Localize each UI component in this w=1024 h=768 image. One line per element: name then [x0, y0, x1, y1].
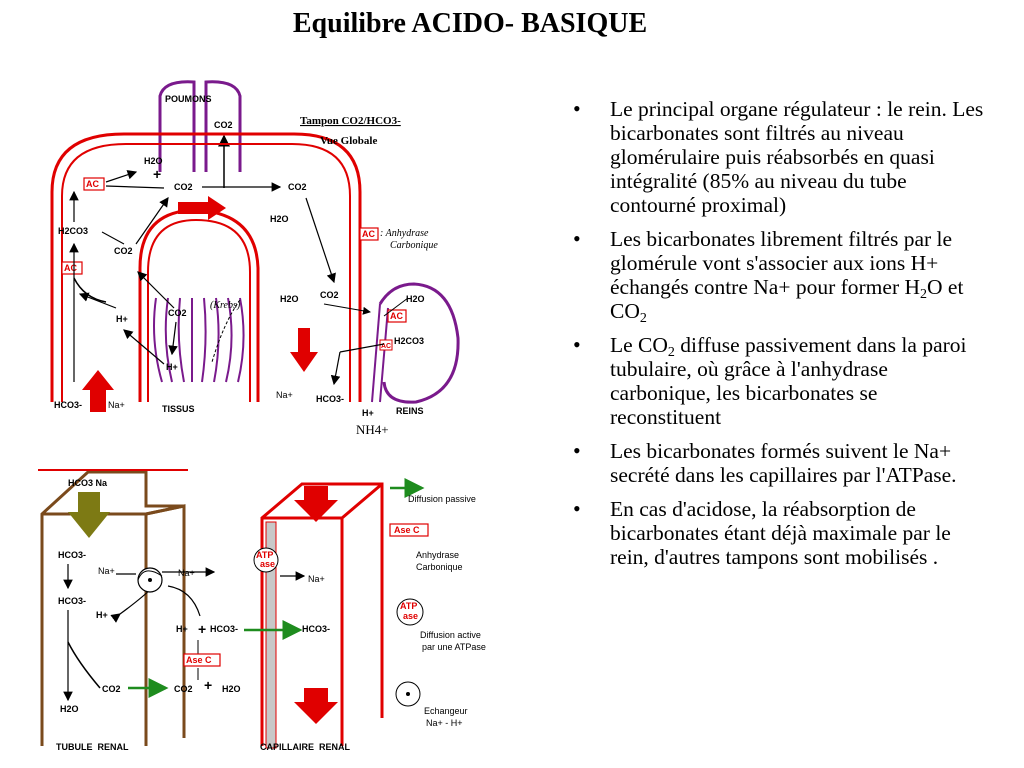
krebs-label: (Krebs) — [210, 300, 241, 311]
svg-text:CO2: CO2 — [320, 290, 339, 300]
h2o-label-top: H2O — [144, 156, 163, 166]
svg-text:HCO3-: HCO3- — [58, 596, 86, 606]
vue-globale-label: Vue Globale — [320, 135, 377, 147]
capillaire-renal-label: CAPILLAIRE RENAL — [260, 742, 351, 752]
bullet-item-5: En cas d'acidose, la réabsorption de bic… — [573, 497, 993, 569]
svg-text:CO2: CO2 — [114, 246, 133, 256]
svg-text:+: + — [198, 621, 206, 637]
ac-box-1: AC — [86, 179, 99, 189]
bullet-item-4: Les bicarbonates formés suivent le Na+ s… — [573, 439, 993, 487]
tissue-shape — [153, 297, 245, 383]
bullet-list: Le principal organe régulateur : le rein… — [573, 97, 993, 579]
ac-box-2: AC — [64, 263, 77, 273]
svg-text:H+: H+ — [176, 624, 188, 634]
tampon-label: Tampon CO2/HCO3- — [300, 115, 401, 127]
svg-text:CO2: CO2 — [288, 182, 307, 192]
tubule-renal-label: TUBULE RENAL — [56, 742, 129, 752]
lung-left-shape — [158, 80, 196, 172]
bullet-item-1: Le principal organe régulateur : le rein… — [573, 97, 993, 217]
vessel-outer — [50, 132, 362, 402]
svg-text:Na+: Na+ — [108, 400, 125, 410]
svg-text:H+: H+ — [96, 610, 108, 620]
svg-text:CO2: CO2 — [174, 182, 193, 192]
svg-text:Carbonique: Carbonique — [416, 562, 463, 572]
svg-text:CO2: CO2 — [174, 684, 193, 694]
hco3-na-label: HCO3 Na — [68, 478, 108, 488]
svg-text:ATP: ATP — [400, 601, 417, 611]
svg-text:+: + — [204, 677, 212, 693]
svg-text:H2O: H2O — [280, 294, 299, 304]
reins-label: REINS — [396, 406, 424, 416]
h-plus-label: H+ — [116, 314, 128, 324]
red-arrow-down-bottom — [294, 688, 338, 724]
svg-text:Na+: Na+ — [276, 390, 293, 400]
svg-text:H2O: H2O — [270, 214, 289, 224]
h2co3-label-left: H2CO3 — [58, 226, 88, 236]
olive-arrow-down — [68, 492, 110, 538]
svg-text:Anhydrase: Anhydrase — [416, 550, 459, 560]
svg-text:Na+: Na+ — [98, 566, 115, 576]
red-arrow-down — [290, 328, 318, 372]
svg-text:HCO3-: HCO3- — [210, 624, 238, 634]
red-arrow-down-top — [294, 486, 338, 522]
svg-text:H2O: H2O — [60, 704, 79, 714]
page-title: Equilibre ACIDO- BASIQUE — [292, 8, 648, 39]
svg-text:H2CO3: H2CO3 — [394, 336, 424, 346]
svg-text:AC: AC — [362, 229, 375, 239]
svg-text:HCO3-: HCO3- — [302, 624, 330, 634]
ase-c-legend: Ase C — [394, 525, 420, 535]
lung-co2-label: CO2 — [214, 120, 233, 130]
hco3-label-left: HCO3- — [54, 400, 82, 410]
svg-text:ATP: ATP — [256, 550, 273, 560]
svg-text:CO2: CO2 — [168, 308, 187, 318]
svg-text:H+: H+ — [166, 362, 178, 372]
co2-hco3-buffer-diagram: POUMONS CO2 Tampon CO2/HCO3- Vue Globale… — [50, 80, 460, 437]
bullet-item-2: Les bicarbonates librement filtrés par l… — [573, 227, 993, 326]
ac-legend-anhydrase: : Anhydrase — [380, 228, 429, 239]
ac-box-kidney: AC — [390, 311, 403, 321]
bullet-item-3: Le CO2 diffuse passivement dans la paroi… — [573, 333, 993, 429]
vessel-inner — [61, 143, 351, 402]
ase-c-box-1: Ase C — [186, 655, 212, 665]
svg-text:H+: H+ — [362, 408, 374, 418]
diffusion-active-label: Diffusion active — [420, 630, 481, 640]
renal-bicarbonate-reabsorption-diagram: HCO3 Na HCO3- HCO3- H2O Na+ H+ CO2 Na+ H… — [38, 469, 486, 752]
svg-text:H2O: H2O — [222, 684, 241, 694]
diffusion-passive-label: Diffusion passive — [408, 494, 476, 504]
atp-ase-icon — [253, 547, 279, 573]
poumons-label: POUMONS — [165, 94, 212, 104]
red-arrow-right — [178, 196, 226, 220]
svg-text:AC: AC — [381, 343, 391, 350]
svg-text:+: + — [153, 166, 161, 182]
svg-text:ase: ase — [403, 611, 418, 621]
kidney-shape — [378, 282, 460, 404]
svg-text:par une ATPase: par une ATPase — [422, 642, 486, 652]
red-arrow-up — [82, 370, 114, 412]
svg-text:HCO3-: HCO3- — [316, 394, 344, 404]
svg-text:HCO3-: HCO3- — [58, 550, 86, 560]
svg-text:H2O: H2O — [406, 294, 425, 304]
tissus-label: TISSUS — [162, 404, 195, 414]
atp-ase-legend-icon — [396, 598, 424, 626]
lung-right-shape — [204, 80, 242, 172]
svg-text:ase: ase — [260, 559, 275, 569]
svg-text:Na+: Na+ — [178, 568, 195, 578]
svg-text:Na+ - H+: Na+ - H+ — [426, 718, 463, 728]
svg-text:CO2: CO2 — [102, 684, 121, 694]
nh4-label: NH4+ — [356, 422, 389, 437]
ac-legend-carbonique: Carbonique — [390, 240, 438, 251]
echangeur-label: Echangeur — [424, 706, 468, 716]
svg-text:Na+: Na+ — [308, 574, 325, 584]
capillary-shape — [260, 482, 384, 746]
